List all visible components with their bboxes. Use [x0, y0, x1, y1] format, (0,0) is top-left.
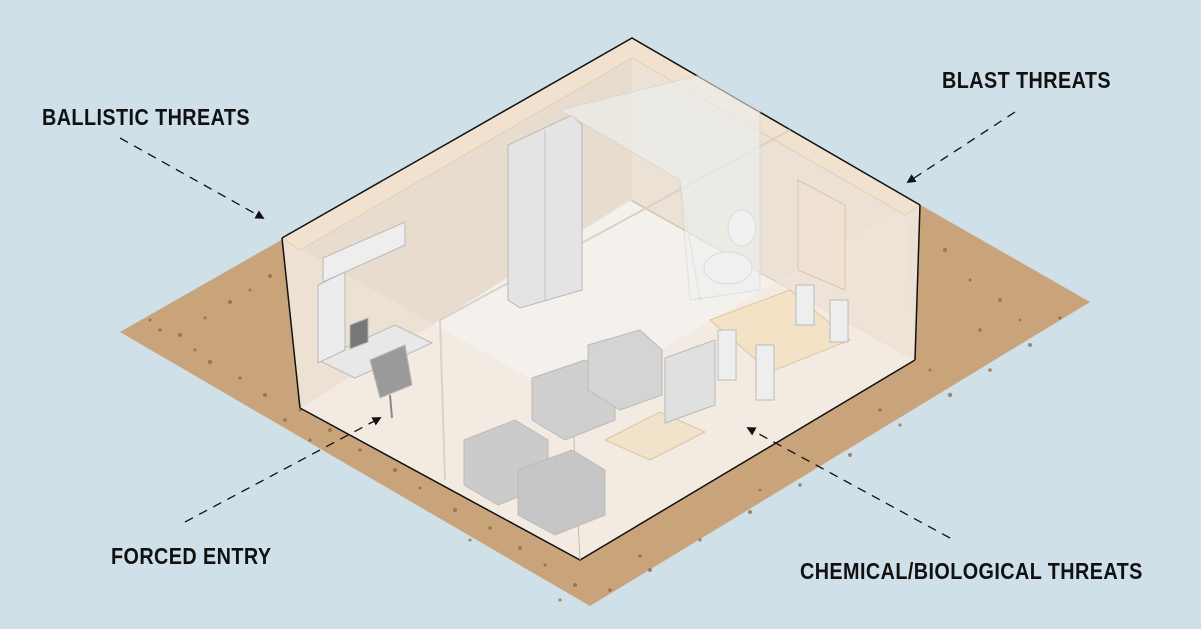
room-furniture	[316, 74, 851, 536]
ballistic-threats-label: BALLISTIC THREATS	[42, 104, 251, 130]
forced-entry-label: FORCED ENTRY	[111, 543, 272, 569]
chemical-biological-threats-label: CHEMICAL/BIOLOGICAL THREATS	[800, 558, 1143, 584]
forced-entry-leader-line	[184, 417, 382, 523]
blast-leader-line	[906, 111, 1016, 183]
blast-threats-label: BLAST THREATS	[942, 67, 1111, 93]
chem-bio-leader-line	[746, 427, 951, 539]
ballistic-leader-line	[119, 137, 265, 219]
threat-leader-lines	[119, 111, 1016, 539]
